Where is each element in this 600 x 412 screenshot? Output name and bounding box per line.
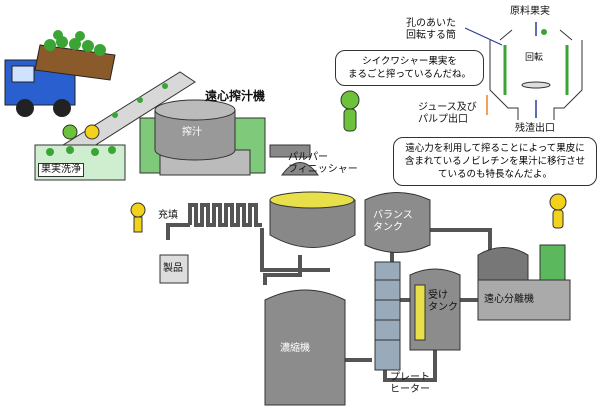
pipe xyxy=(430,228,492,250)
juicer-drum xyxy=(154,110,236,161)
label-pressing: 搾汁 xyxy=(182,127,202,138)
speech-bubble-whole-fruit: シイクワシャー果実を まるごと搾っているんだね。 xyxy=(335,50,484,86)
label-receiving-tank: 受け タンク xyxy=(428,290,458,313)
label-plate-heater: プレート ヒーター xyxy=(390,372,430,395)
label-raw-fruit: 原料果実 xyxy=(510,6,550,17)
concentrator-tank xyxy=(264,289,346,406)
label-residue-outlet: 残渣出口 xyxy=(515,123,555,134)
pipes xyxy=(166,203,492,382)
pulper-chute xyxy=(269,144,311,158)
pipe xyxy=(166,223,190,240)
juicer-cross-section xyxy=(464,22,583,120)
character-green xyxy=(340,90,360,132)
label-centrifugal-juicer: 遠心搾汁機 xyxy=(205,89,266,103)
pipe xyxy=(263,255,302,285)
label-rotating-drum: 孔のあいた 回転する筒 xyxy=(406,18,456,41)
speech-bubble-nobiletin: 遠心力を利用して搾ることによって果皮に 含まれているノビレチンを果汁に移行させ … xyxy=(393,137,597,186)
product-box xyxy=(159,254,189,284)
label-product: 製品 xyxy=(163,263,183,274)
label-juice-outlet: ジュース及び パルプ出口 xyxy=(418,102,477,125)
pipe xyxy=(383,350,437,382)
zigzag-pipe xyxy=(188,203,262,227)
label-rotation: 回転 xyxy=(525,53,544,63)
character-yellow xyxy=(549,193,567,229)
plate-heater xyxy=(374,261,401,371)
label-pulper-finisher: パルパー フィニッシャー xyxy=(288,152,358,175)
label-concentrator: 濃縮機 xyxy=(280,343,310,354)
truck xyxy=(4,30,116,117)
label-washing: 果実洗浄 xyxy=(38,163,84,177)
character-pair xyxy=(62,124,100,140)
label-balance-tank: バランス タンク xyxy=(373,210,413,233)
label-centrifuge: 遠心分離機 xyxy=(484,294,534,305)
label-filling: 充填 xyxy=(158,210,178,221)
balance-tank xyxy=(364,192,431,253)
character xyxy=(130,202,146,218)
pipe xyxy=(260,228,330,272)
